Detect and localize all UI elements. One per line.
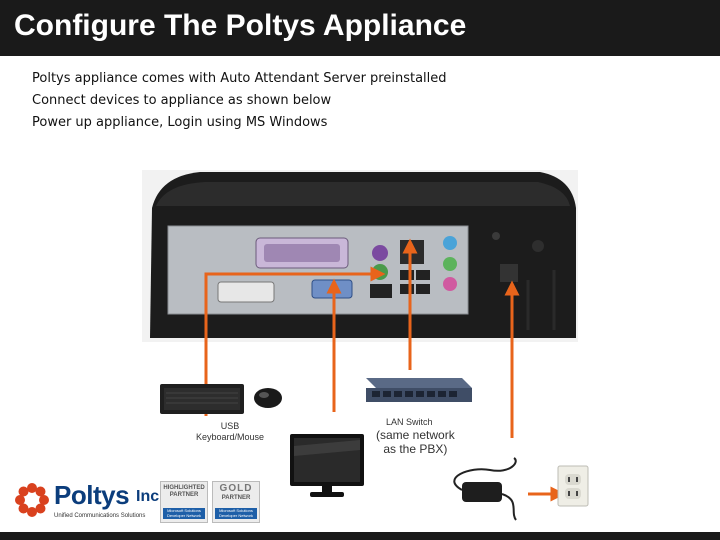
bullet-list: Poltys appliance comes with Auto Attenda… — [32, 68, 447, 134]
badge-gold-title: GOLD — [219, 483, 253, 494]
badge-title: HIGHLIGHTED PARTNER — [163, 485, 205, 498]
usb-label-line2: Keyboard/Mouse — [196, 432, 265, 442]
connection-arrows — [204, 238, 566, 502]
bullet-item: Poltys appliance comes with Auto Attenda… — [32, 71, 447, 86]
bullet-item: Power up appliance, Login using MS Windo… — [32, 115, 328, 130]
slide-title: Configure The Poltys Appliance — [14, 9, 467, 42]
mouse-icon — [254, 388, 282, 408]
logo-name: Poltys — [54, 480, 130, 510]
network-note-line2: as the PBX) — [383, 442, 448, 456]
badge-gold-bottom: Microsoft Solutions Developer Network — [215, 508, 257, 519]
usb-keyboard-label: USB Keyboard/Mouse — [196, 421, 264, 443]
logo-tagline: Unified Communications Solutions — [54, 513, 146, 519]
power-adapter-icon — [453, 457, 517, 521]
computer-appliance-icon — [142, 170, 578, 342]
badge-gold-sub: PARTNER — [221, 495, 251, 501]
network-switch-icon — [366, 378, 472, 402]
bullet-item: Connect devices to appliance as shown be… — [32, 93, 332, 108]
lan-switch-label: LAN Switch — [386, 417, 433, 427]
usb-label-line1: USB — [220, 421, 240, 431]
network-note-label: (same network as the PBX) — [376, 428, 455, 456]
gold-partner-badge: GOLD PARTNER Microsoft Solutions Develop… — [212, 481, 260, 523]
footer-bar — [0, 532, 720, 540]
network-note-line1: (same network — [376, 428, 455, 442]
poltys-logo: Poltys Inc. Unified Communications Solut… — [12, 478, 164, 524]
keyboard-icon — [160, 384, 244, 414]
logo-suffix: Inc. — [136, 488, 164, 505]
title-bar: Configure The Poltys Appliance — [0, 0, 720, 56]
monitor-icon — [290, 434, 364, 497]
wall-outlet-icon — [557, 465, 589, 507]
badge-subtitle: Microsoft Solutions Developer Network — [163, 508, 205, 519]
highlighted-partner-badge: HIGHLIGHTED PARTNER Microsoft Solutions … — [160, 481, 208, 523]
poltys-logo-icon — [15, 483, 49, 517]
